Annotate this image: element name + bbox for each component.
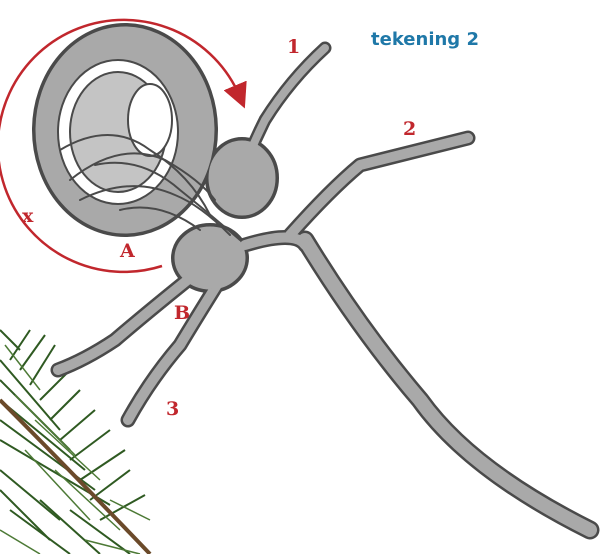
label-branch-1: 1	[287, 38, 300, 57]
label-branch-3: 3	[166, 400, 179, 419]
label-b: B	[174, 304, 190, 323]
label-x: x	[22, 207, 33, 226]
label-branch-2: 2	[403, 120, 416, 139]
drawing-title: tekening 2	[371, 31, 479, 49]
label-a: A	[120, 242, 135, 261]
